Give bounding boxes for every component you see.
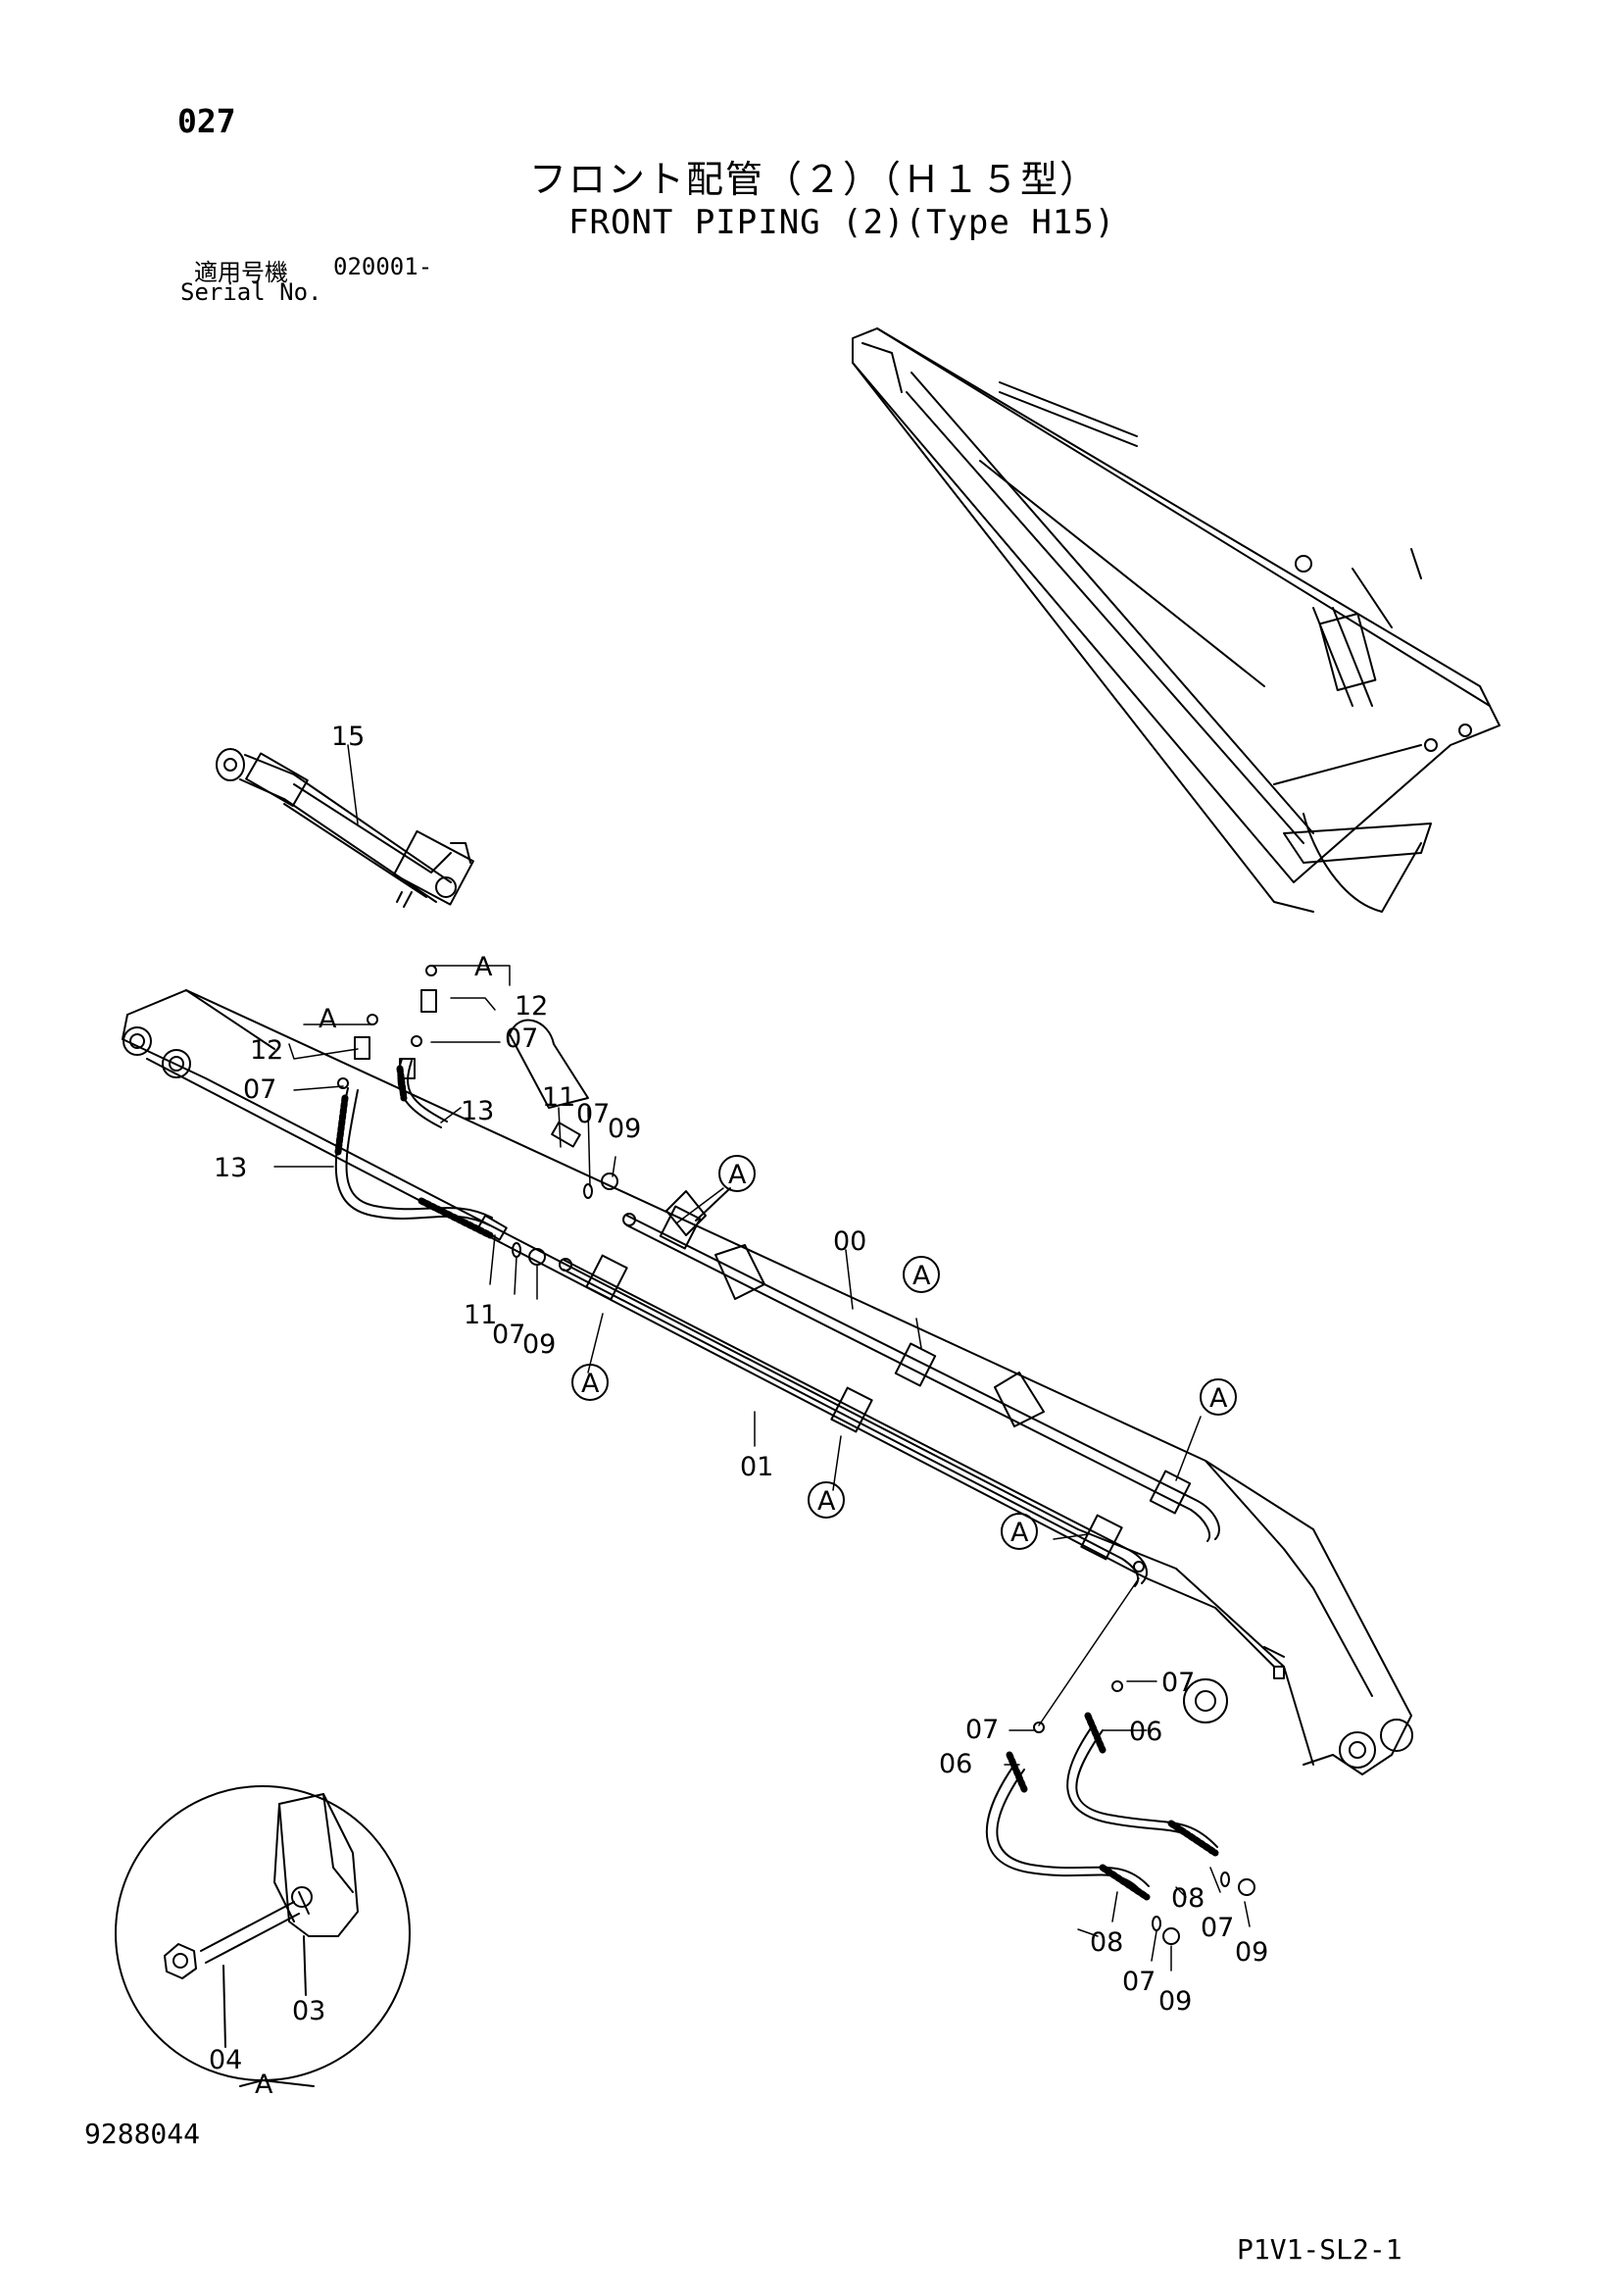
circled-reference-markers: A A A A A A xyxy=(571,1155,1237,1550)
callout-13-left: 13 xyxy=(214,1153,247,1183)
circled-a-4: A xyxy=(581,1369,600,1399)
page-number: 027 xyxy=(177,102,236,140)
callout-06-right: 06 xyxy=(1129,1717,1162,1747)
callout-08-right: 08 xyxy=(1171,1883,1205,1914)
callout-07-lower-right: 07 xyxy=(1201,1913,1234,1943)
callout-07-upper-right: 07 xyxy=(505,1023,538,1054)
title-english: FRONT PIPING (2)(Type H15) xyxy=(568,203,1116,242)
excavator-overview-illustration xyxy=(852,327,1500,913)
callout-03: 03 xyxy=(292,1996,325,2026)
callout-12-left: 12 xyxy=(250,1035,283,1066)
fittings xyxy=(337,965,1255,1945)
detail-view-label: A xyxy=(255,2070,273,2100)
callout-08-left: 08 xyxy=(1090,1927,1123,1958)
callout-00: 00 xyxy=(833,1226,866,1257)
boom-cylinder xyxy=(216,748,474,908)
circled-a-2: A xyxy=(912,1261,931,1291)
callout-a-ref-upper: A xyxy=(474,952,493,982)
serial-value: 020001- xyxy=(333,253,433,280)
leader-lines xyxy=(273,744,1251,1972)
figure-number: 9288044 xyxy=(84,2118,201,2150)
callout-13-right: 13 xyxy=(461,1096,494,1126)
detail-view-a xyxy=(115,1785,411,2087)
boom-structure xyxy=(122,989,1413,1775)
circled-a-6: A xyxy=(1010,1518,1029,1548)
callout-11-upper: 11 xyxy=(542,1082,575,1113)
callout-07-mid-right: 07 xyxy=(1161,1668,1195,1698)
callout-07-upper: 07 xyxy=(576,1099,610,1129)
callout-15: 15 xyxy=(331,722,365,752)
callout-a-ref-left: A xyxy=(319,1004,337,1034)
hose-06-08-right xyxy=(1066,1712,1219,1857)
serial-label-japanese: 適用号機 xyxy=(194,259,288,286)
callout-09-lower-right: 09 xyxy=(1235,1937,1268,1968)
callout-04: 04 xyxy=(209,2045,242,2075)
callout-07-lower: 07 xyxy=(492,1320,525,1350)
callout-09-lower-left: 09 xyxy=(1158,1986,1192,2017)
callout-labels: 15 A 12 A 12 07 07 13 13 11 07 09 11 07 … xyxy=(209,722,1268,2100)
callout-06-left: 06 xyxy=(939,1749,972,1779)
sheet-code: P1V1-SL2-1 xyxy=(1237,2233,1402,2266)
callout-09-lower: 09 xyxy=(522,1329,556,1360)
serial-label-english: Serial No. xyxy=(180,278,322,306)
callout-12-right: 12 xyxy=(515,991,548,1022)
callout-07-left: 07 xyxy=(243,1074,276,1105)
callout-07-lower-left: 07 xyxy=(1122,1967,1156,1997)
hose-06-08-left xyxy=(985,1751,1151,1901)
circled-a-3: A xyxy=(1209,1383,1228,1414)
callout-09-upper: 09 xyxy=(608,1114,641,1144)
circled-a-5: A xyxy=(817,1486,836,1517)
callout-01: 01 xyxy=(740,1452,773,1482)
pipe-00 xyxy=(622,1205,1220,1542)
callout-11-lower: 11 xyxy=(464,1300,497,1330)
title-japanese: フロント配管（２）（Ｈ１５型） xyxy=(529,158,1100,201)
callout-07-mid-left: 07 xyxy=(965,1715,999,1745)
hose-13-right xyxy=(396,1058,448,1128)
circled-a-1: A xyxy=(728,1160,747,1190)
hose-13-left xyxy=(334,1087,494,1239)
pipe-01 xyxy=(559,1254,1148,1587)
